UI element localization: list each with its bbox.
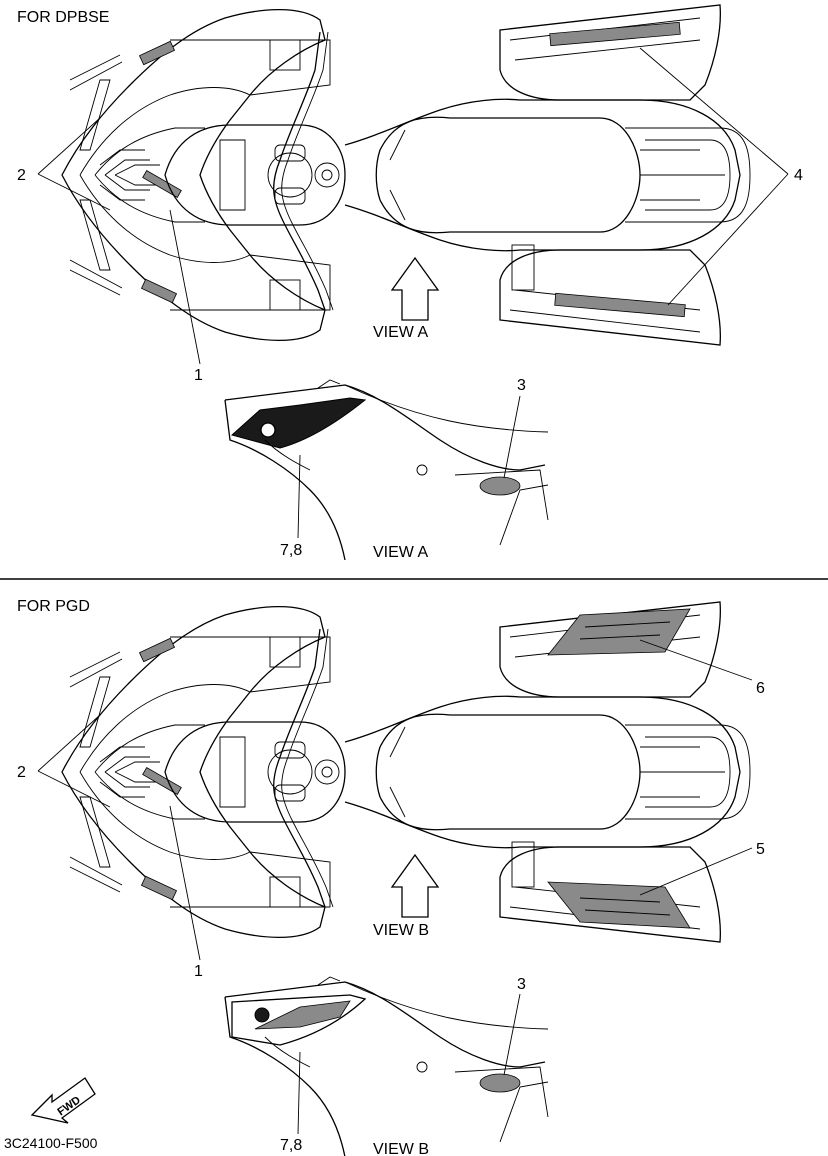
leader-4 bbox=[639, 47, 789, 306]
rear-fender-decal-bottom bbox=[547, 881, 691, 929]
emblem-decal bbox=[479, 1073, 521, 1093]
atv-top-view bbox=[61, 4, 751, 346]
callout-3: 3 bbox=[517, 377, 526, 394]
leader-5 bbox=[639, 847, 753, 896]
leader-3 bbox=[503, 993, 521, 1076]
rear-fender-decal-top bbox=[549, 21, 681, 47]
emblem-decal bbox=[479, 476, 521, 496]
view-arrow bbox=[390, 256, 440, 321]
callout-7-8: 7,8 bbox=[280, 1137, 302, 1154]
callout-1: 1 bbox=[194, 367, 203, 384]
detail-view bbox=[224, 379, 549, 561]
leader-6 bbox=[639, 639, 753, 681]
callout-4: 4 bbox=[794, 167, 803, 184]
leader-1 bbox=[169, 209, 201, 365]
section-title: FOR PGD bbox=[17, 598, 90, 615]
leader-2 bbox=[37, 714, 111, 808]
grille-chevrons bbox=[99, 149, 160, 201]
drawing-code: 3C24100-F500 bbox=[4, 1135, 98, 1151]
section-pgd: FOR PGD bbox=[17, 598, 765, 1156]
callout-6: 6 bbox=[756, 680, 765, 697]
detail-view-label: VIEW A bbox=[373, 544, 428, 561]
callout-5: 5 bbox=[756, 841, 765, 858]
leader-1 bbox=[169, 805, 201, 961]
atv-top-view bbox=[61, 601, 751, 943]
grille-chevrons bbox=[99, 746, 160, 798]
fwd-arrow-icon: FWD bbox=[30, 1077, 96, 1124]
detail-view-label: VIEW B bbox=[373, 1141, 429, 1156]
leader-7-8 bbox=[297, 454, 301, 539]
leader-3 bbox=[503, 395, 521, 479]
view-label: VIEW B bbox=[373, 922, 429, 939]
callout-3: 3 bbox=[517, 976, 526, 993]
view-arrow bbox=[390, 853, 440, 918]
leader-2 bbox=[37, 117, 111, 211]
callout-7-8: 7,8 bbox=[280, 542, 302, 559]
section-dpbse: FOR DPBSE bbox=[17, 4, 803, 561]
view-label: VIEW A bbox=[373, 324, 428, 341]
callout-1: 1 bbox=[194, 963, 203, 980]
rear-fender-decal-bottom bbox=[554, 292, 686, 318]
rear-fender-decal-top bbox=[547, 608, 691, 656]
callout-2: 2 bbox=[17, 167, 26, 184]
leader-7-8 bbox=[297, 1051, 301, 1135]
detail-view bbox=[224, 976, 549, 1156]
section-title: FOR DPBSE bbox=[17, 9, 109, 26]
callout-2: 2 bbox=[17, 764, 26, 781]
